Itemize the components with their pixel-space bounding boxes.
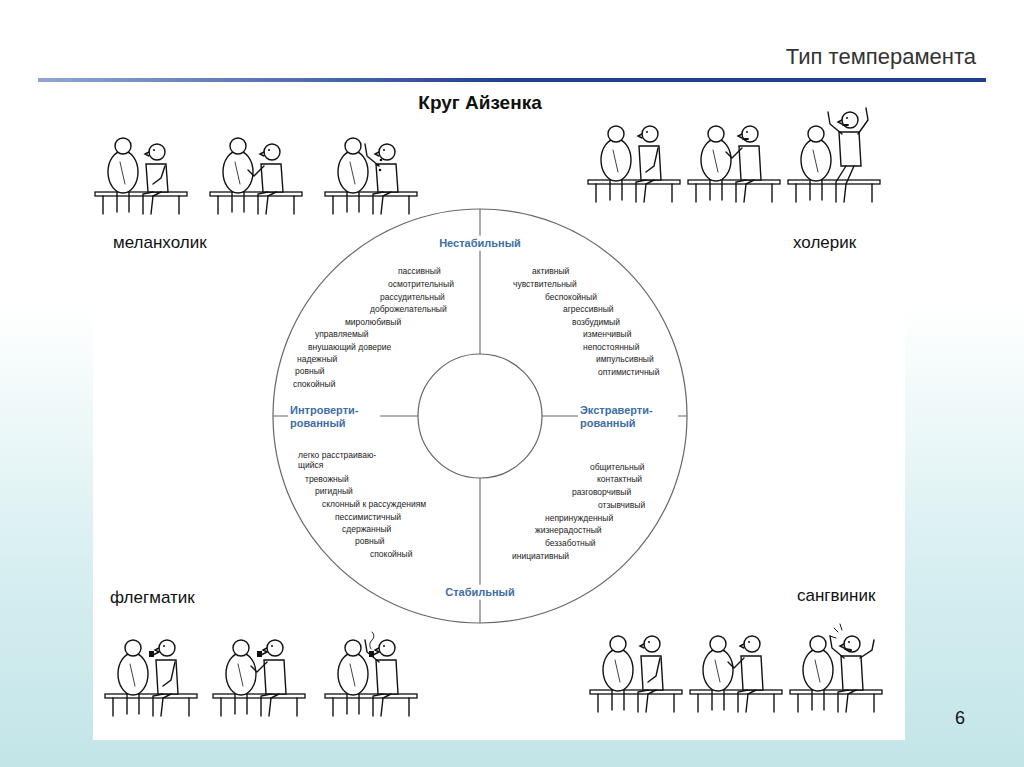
- trait-word: ровный: [355, 537, 385, 547]
- cartoon-panel: [105, 640, 197, 716]
- trait-word: пессимистичный: [335, 513, 401, 523]
- cartoon-panel: [690, 636, 782, 712]
- cartoon-panel: [325, 632, 417, 716]
- trait-word: разговорчивый: [572, 488, 631, 498]
- trait-word: оптимистичный: [598, 368, 659, 378]
- cartoon-panel: [588, 126, 680, 202]
- trait-word: беспокойный: [545, 293, 597, 303]
- cartoon-panel: [210, 138, 302, 214]
- trait-word: осмотрительный: [388, 280, 454, 290]
- trait-word: пассивный: [398, 267, 441, 277]
- trait-word: контактный: [597, 475, 642, 485]
- trait-word: беззаботный: [545, 539, 596, 549]
- page-number: 6: [955, 708, 965, 729]
- trait-word: миролюбивый: [345, 318, 401, 328]
- trait-word: доброжелательный: [370, 305, 447, 315]
- cartoon-panel: [790, 624, 882, 712]
- trait-word: склонный к рассуждениям: [322, 500, 426, 510]
- trait-word: легко расстраиваю- щийся: [298, 451, 392, 471]
- trait-word: ровный: [295, 367, 325, 377]
- temperament-name: сангвиник: [797, 586, 875, 606]
- trait-word: непринужденный: [545, 514, 613, 524]
- eysenck-circle: Нестабильный пассивный осмотрительный рассу…: [272, 208, 688, 624]
- temperament-name: флегматик: [110, 588, 195, 608]
- slide-title: Тип темперамента: [786, 44, 976, 70]
- trait-word: возбудимый: [572, 318, 620, 328]
- trait-word: рассудительный: [380, 293, 445, 303]
- trait-word: непостоянный: [583, 343, 639, 353]
- trait-word: внушающий доверие: [308, 343, 391, 353]
- trait-word: управляемый: [315, 330, 369, 340]
- trait-word: инициативный: [512, 552, 569, 562]
- axis-label: Нестабильный: [437, 236, 523, 251]
- trait-word: спокойный: [293, 380, 335, 390]
- trait-word: спокойный: [370, 550, 412, 560]
- cartoon-strips: [95, 108, 882, 716]
- axis-label: Экстраверти- рованный: [578, 403, 678, 430]
- diagram-heading: Круг Айзенка: [418, 92, 541, 114]
- cartoon-panel: [590, 636, 682, 712]
- header-rule: [38, 78, 986, 82]
- cartoon-panel: [95, 138, 187, 214]
- trait-word: агрессивный: [563, 305, 614, 315]
- cartoon-panel: [688, 126, 780, 202]
- trait-word: изменчивый: [583, 330, 631, 340]
- trait-word: надежный: [297, 355, 337, 365]
- trait-word: чувствительный: [513, 280, 577, 290]
- trait-word: отзывчивый: [598, 501, 645, 511]
- white-panel: [93, 95, 905, 740]
- cartoon-panel: [788, 108, 880, 202]
- trait-word: сдержанный: [342, 525, 391, 535]
- trait-word: ригидный: [315, 487, 353, 497]
- trait-word: тревожный: [305, 475, 349, 485]
- temperament-name: меланхолик: [113, 233, 207, 253]
- temperament-name: холерик: [793, 233, 856, 253]
- trait-word: активный: [532, 267, 569, 277]
- trait-word: жизнерадостный: [535, 526, 602, 536]
- cartoon-panel: [325, 138, 417, 214]
- trait-word: общительный: [590, 463, 645, 473]
- axis-label: Стабильный: [443, 585, 517, 600]
- trait-word: импульсивный: [596, 355, 654, 365]
- cartoon-panel: [213, 640, 305, 716]
- axis-label: Интроверти- рованный: [288, 403, 380, 430]
